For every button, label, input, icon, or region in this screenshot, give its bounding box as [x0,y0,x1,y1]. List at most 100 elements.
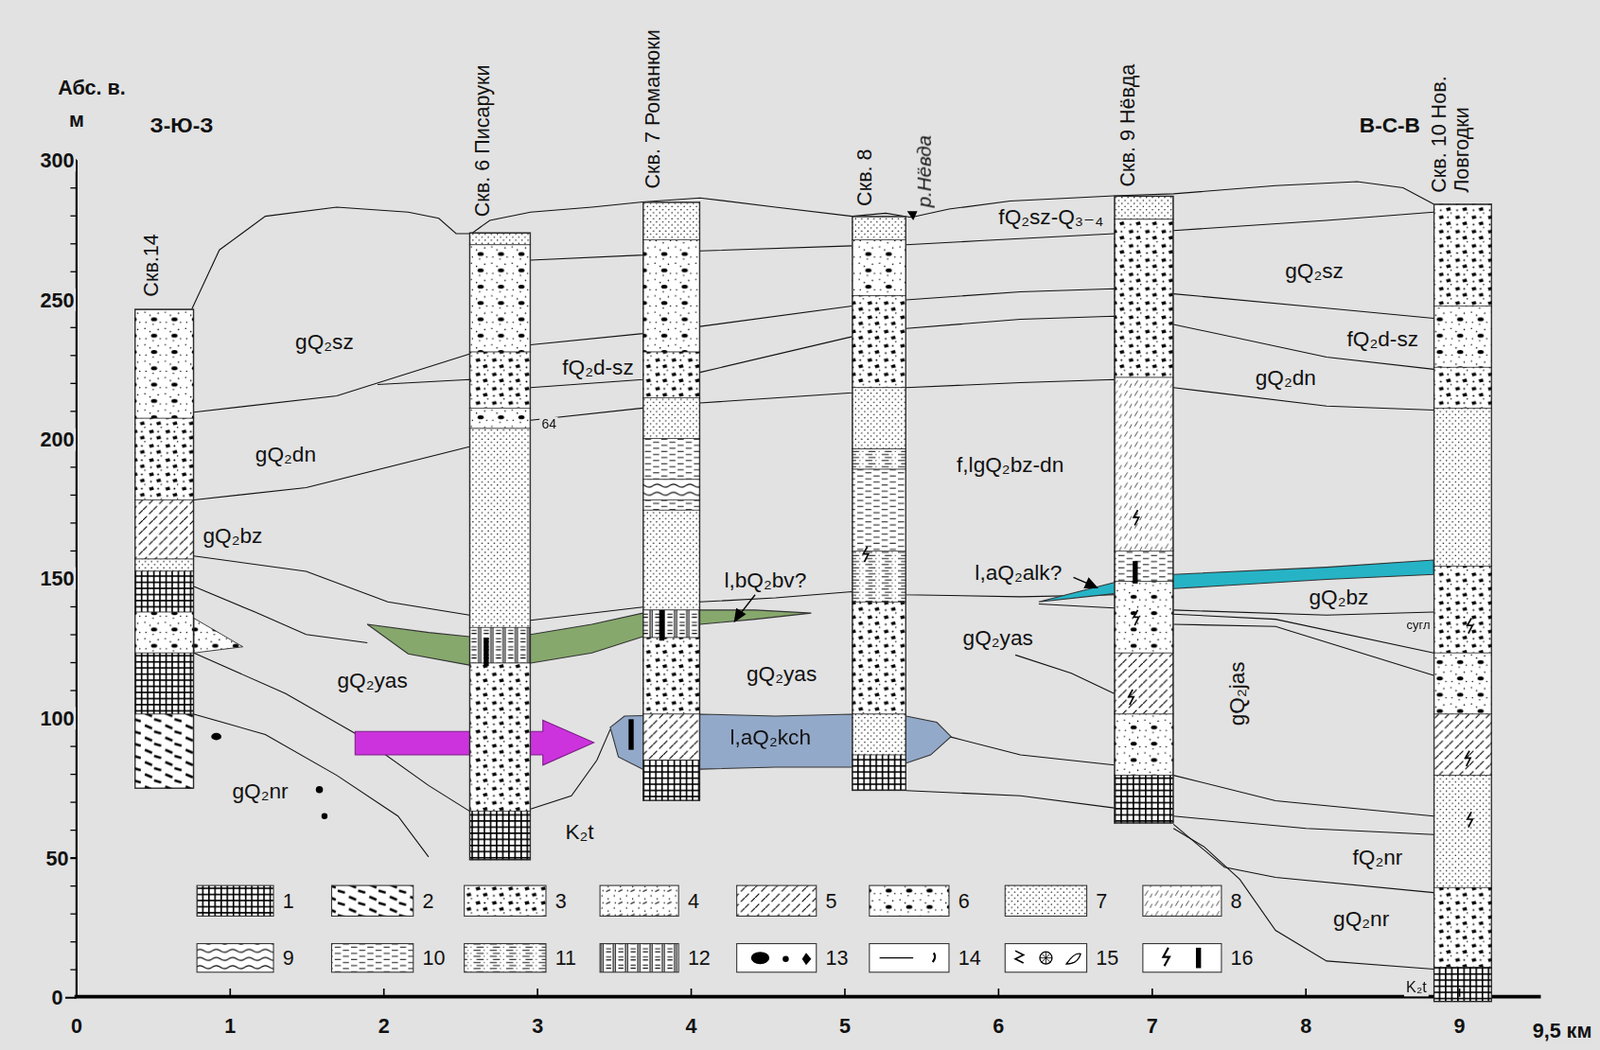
borehole-column: Скв. 9 Нёвда [1114,195,1175,824]
stratum-index: f,lgQ₂bz-dn [954,452,1067,476]
axis-ticks [70,354,76,356]
axis-tick-label: 50 [43,846,71,870]
lightning-symbol [1133,509,1139,526]
axis-tick-label: 100 [37,707,76,731]
borehole-log [1433,887,1492,968]
stratum-boundary [1015,654,1115,694]
legend-item: 3 [553,889,569,913]
borehole-column: Скв.14 [134,309,194,790]
borehole-log [134,612,194,653]
borehole-log [1433,367,1492,408]
borehole-log [469,245,531,352]
leader-arrow [1073,577,1089,583]
legend-symbol [782,956,789,963]
leader-arrow [740,595,756,614]
legend-swatch [1004,885,1087,916]
stratum-index: fQ₂nr [1350,844,1405,869]
legend-item: 13 [823,947,850,970]
stratum-index: gQ₂jas [1225,659,1249,728]
borehole-log [1433,714,1492,776]
legend-swatch [599,944,679,973]
legend-swatch [464,885,546,916]
axis-tick-label: 250 [37,288,76,312]
stratum-index: fQ₂sz-Q₃₋₄ [996,204,1106,229]
boulder-symbol [210,733,328,820]
borehole-log [1114,775,1175,825]
axis-ticks [70,801,76,803]
axis-ticks [70,494,76,496]
borehole-log [1114,652,1175,715]
legend-symbol [1066,953,1081,965]
legend-swatch [1142,944,1222,973]
legend-symbol [1039,951,1053,965]
legend-text: 12 [687,947,711,970]
legend-text: 16 [1230,947,1254,970]
axis-ticks [70,885,76,887]
legend-symbol [879,957,915,959]
legend-text: 6 [958,889,970,913]
lightning-symbol [1133,610,1139,626]
borehole-label: Скв. 7 Романюки [640,27,664,192]
legend-swatch [331,944,413,973]
borehole-log [852,239,907,296]
legend-item: 14 [956,947,984,970]
lightning-symbol [1128,689,1134,705]
borehole-log [134,559,194,572]
river-marker [907,210,918,221]
axes [74,159,1542,998]
sand-tongue [193,618,244,654]
lightning-symbol [862,509,1473,827]
borehole-log [1433,407,1492,566]
borehole-log [852,550,907,602]
legend-item: 5 [823,889,839,913]
axis-tick-label: 3 [529,1015,546,1038]
borehole-log [642,714,700,761]
stratum-index: gQ₂yas [334,668,410,693]
axis-ticks [70,271,76,273]
stratum-index: K₂t [1404,979,1429,997]
stratum-boundary [1173,816,1434,835]
stratum-index: fQ₂d-sz [1344,327,1421,352]
legend-item: 16 [1228,947,1255,970]
boulder-symbol [316,786,324,794]
axis-ticks [65,159,1460,999]
axis-ticks [690,988,693,998]
borehole-column: Скв. 6 Писаруки [469,232,531,861]
legend-swatch [737,944,817,973]
borehole-log [852,387,907,450]
x-axis [74,995,1542,1000]
borehole-log [1433,967,1492,1003]
stratum-boundary [1173,775,1434,817]
borehole-log [469,663,531,811]
borehole-log [134,195,1492,1003]
borehole-log [1433,775,1492,889]
axis-tick-label: 0 [49,986,65,1010]
legend-swatch [1004,944,1087,973]
legend-text: 4 [687,889,700,913]
axis-tick-label: 150 [37,567,76,591]
stratum-boundary [193,379,1434,500]
stratum-boundary [1173,614,1434,653]
legend-swatch [331,885,413,916]
borehole-log [852,755,907,792]
boulder-symbol [321,813,328,820]
axis-ticks [1151,988,1154,998]
borehole-log [1114,219,1175,378]
legend-text: 2 [421,889,434,913]
borehole-log [642,202,700,241]
borehole-log [1114,195,1175,220]
legend-item: 10 [420,947,447,970]
stratum-index: gQ₂yas [744,661,820,686]
legend-text: 7 [1095,889,1108,913]
borehole-label: Скв. 9 Нёвда [1116,62,1140,190]
lightning-symbol [862,546,868,563]
legend-symbol [1195,948,1201,969]
stratum-index: gQ₂dn [1253,366,1319,390]
borehole-log [134,652,194,715]
borehole-log [642,351,700,399]
legend-symbol [1015,950,1024,964]
axis-ticks [383,988,386,998]
leader-arrow [1084,578,1097,588]
lithology-note: сугл [1404,618,1432,633]
